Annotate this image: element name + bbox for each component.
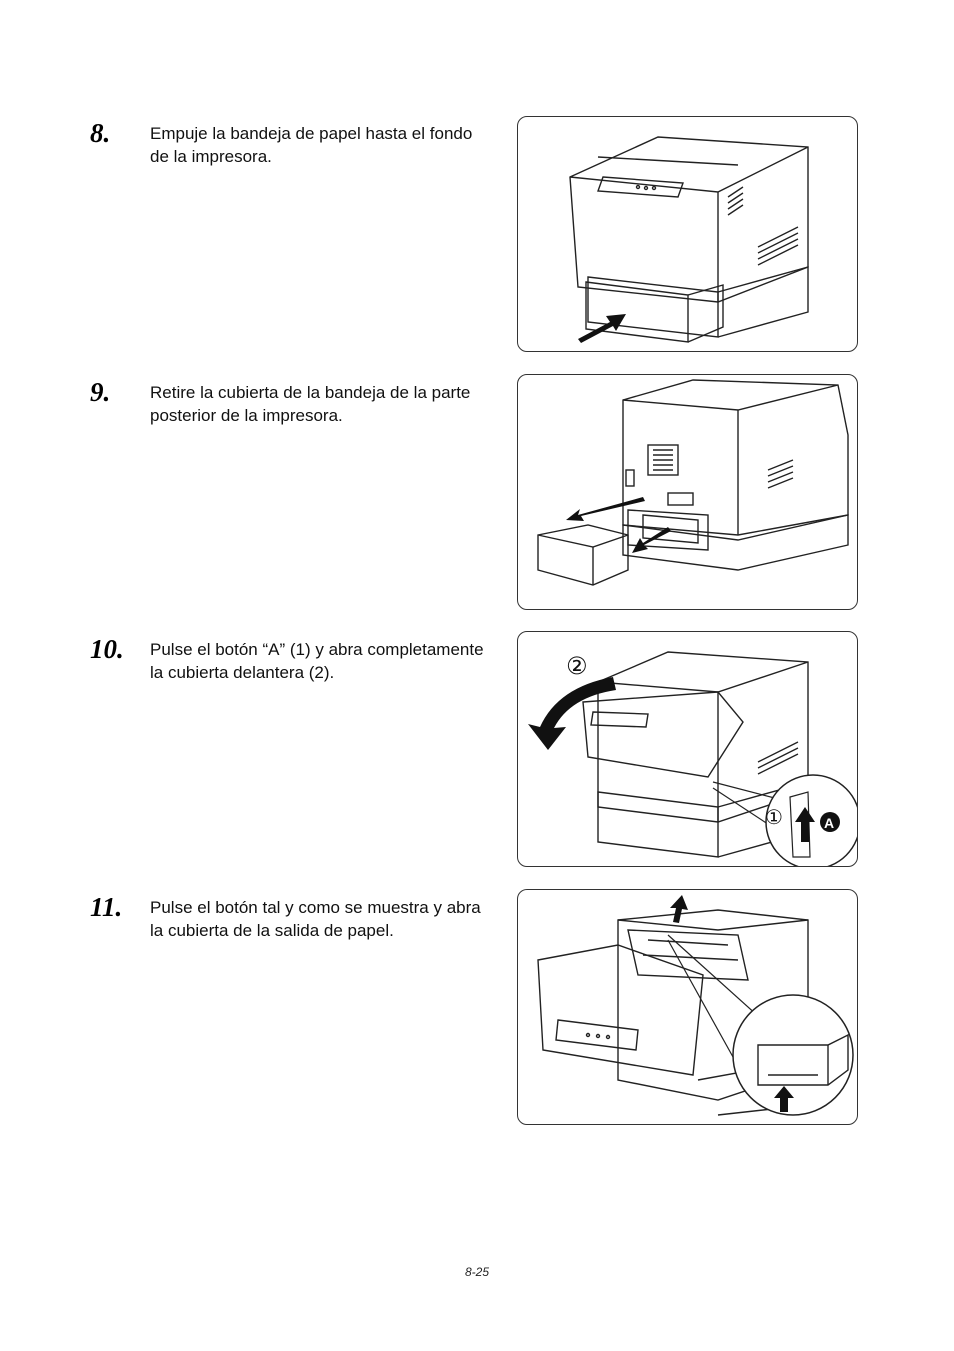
page-number: 8-25 xyxy=(464,1265,490,1279)
step-number: 10. xyxy=(90,634,124,664)
callout-2-label: ② xyxy=(566,652,588,680)
step-number: 11. xyxy=(90,892,123,922)
step-instruction: Retire la cubierta de la bandeja de la p… xyxy=(150,383,471,425)
callout-1-label: ① xyxy=(765,805,783,829)
printer-illustration-open-output-cover xyxy=(517,889,858,1125)
step-instruction: Empuje la bandeja de papel hasta el fond… xyxy=(150,124,473,166)
printer-illustration-open-front-cover: ② A ① xyxy=(517,631,858,867)
callout-a-label: A xyxy=(824,815,834,831)
step-instruction: Pulse el botón “A” (1) y abra completame… xyxy=(150,640,484,682)
step-number: 9. xyxy=(90,377,111,407)
step-instruction: Pulse el botón tal y como se muestra y a… xyxy=(150,898,481,940)
step-number: 8. xyxy=(90,118,111,148)
printer-illustration-rear-cover xyxy=(517,374,858,610)
printer-illustration-push-tray xyxy=(517,116,858,352)
